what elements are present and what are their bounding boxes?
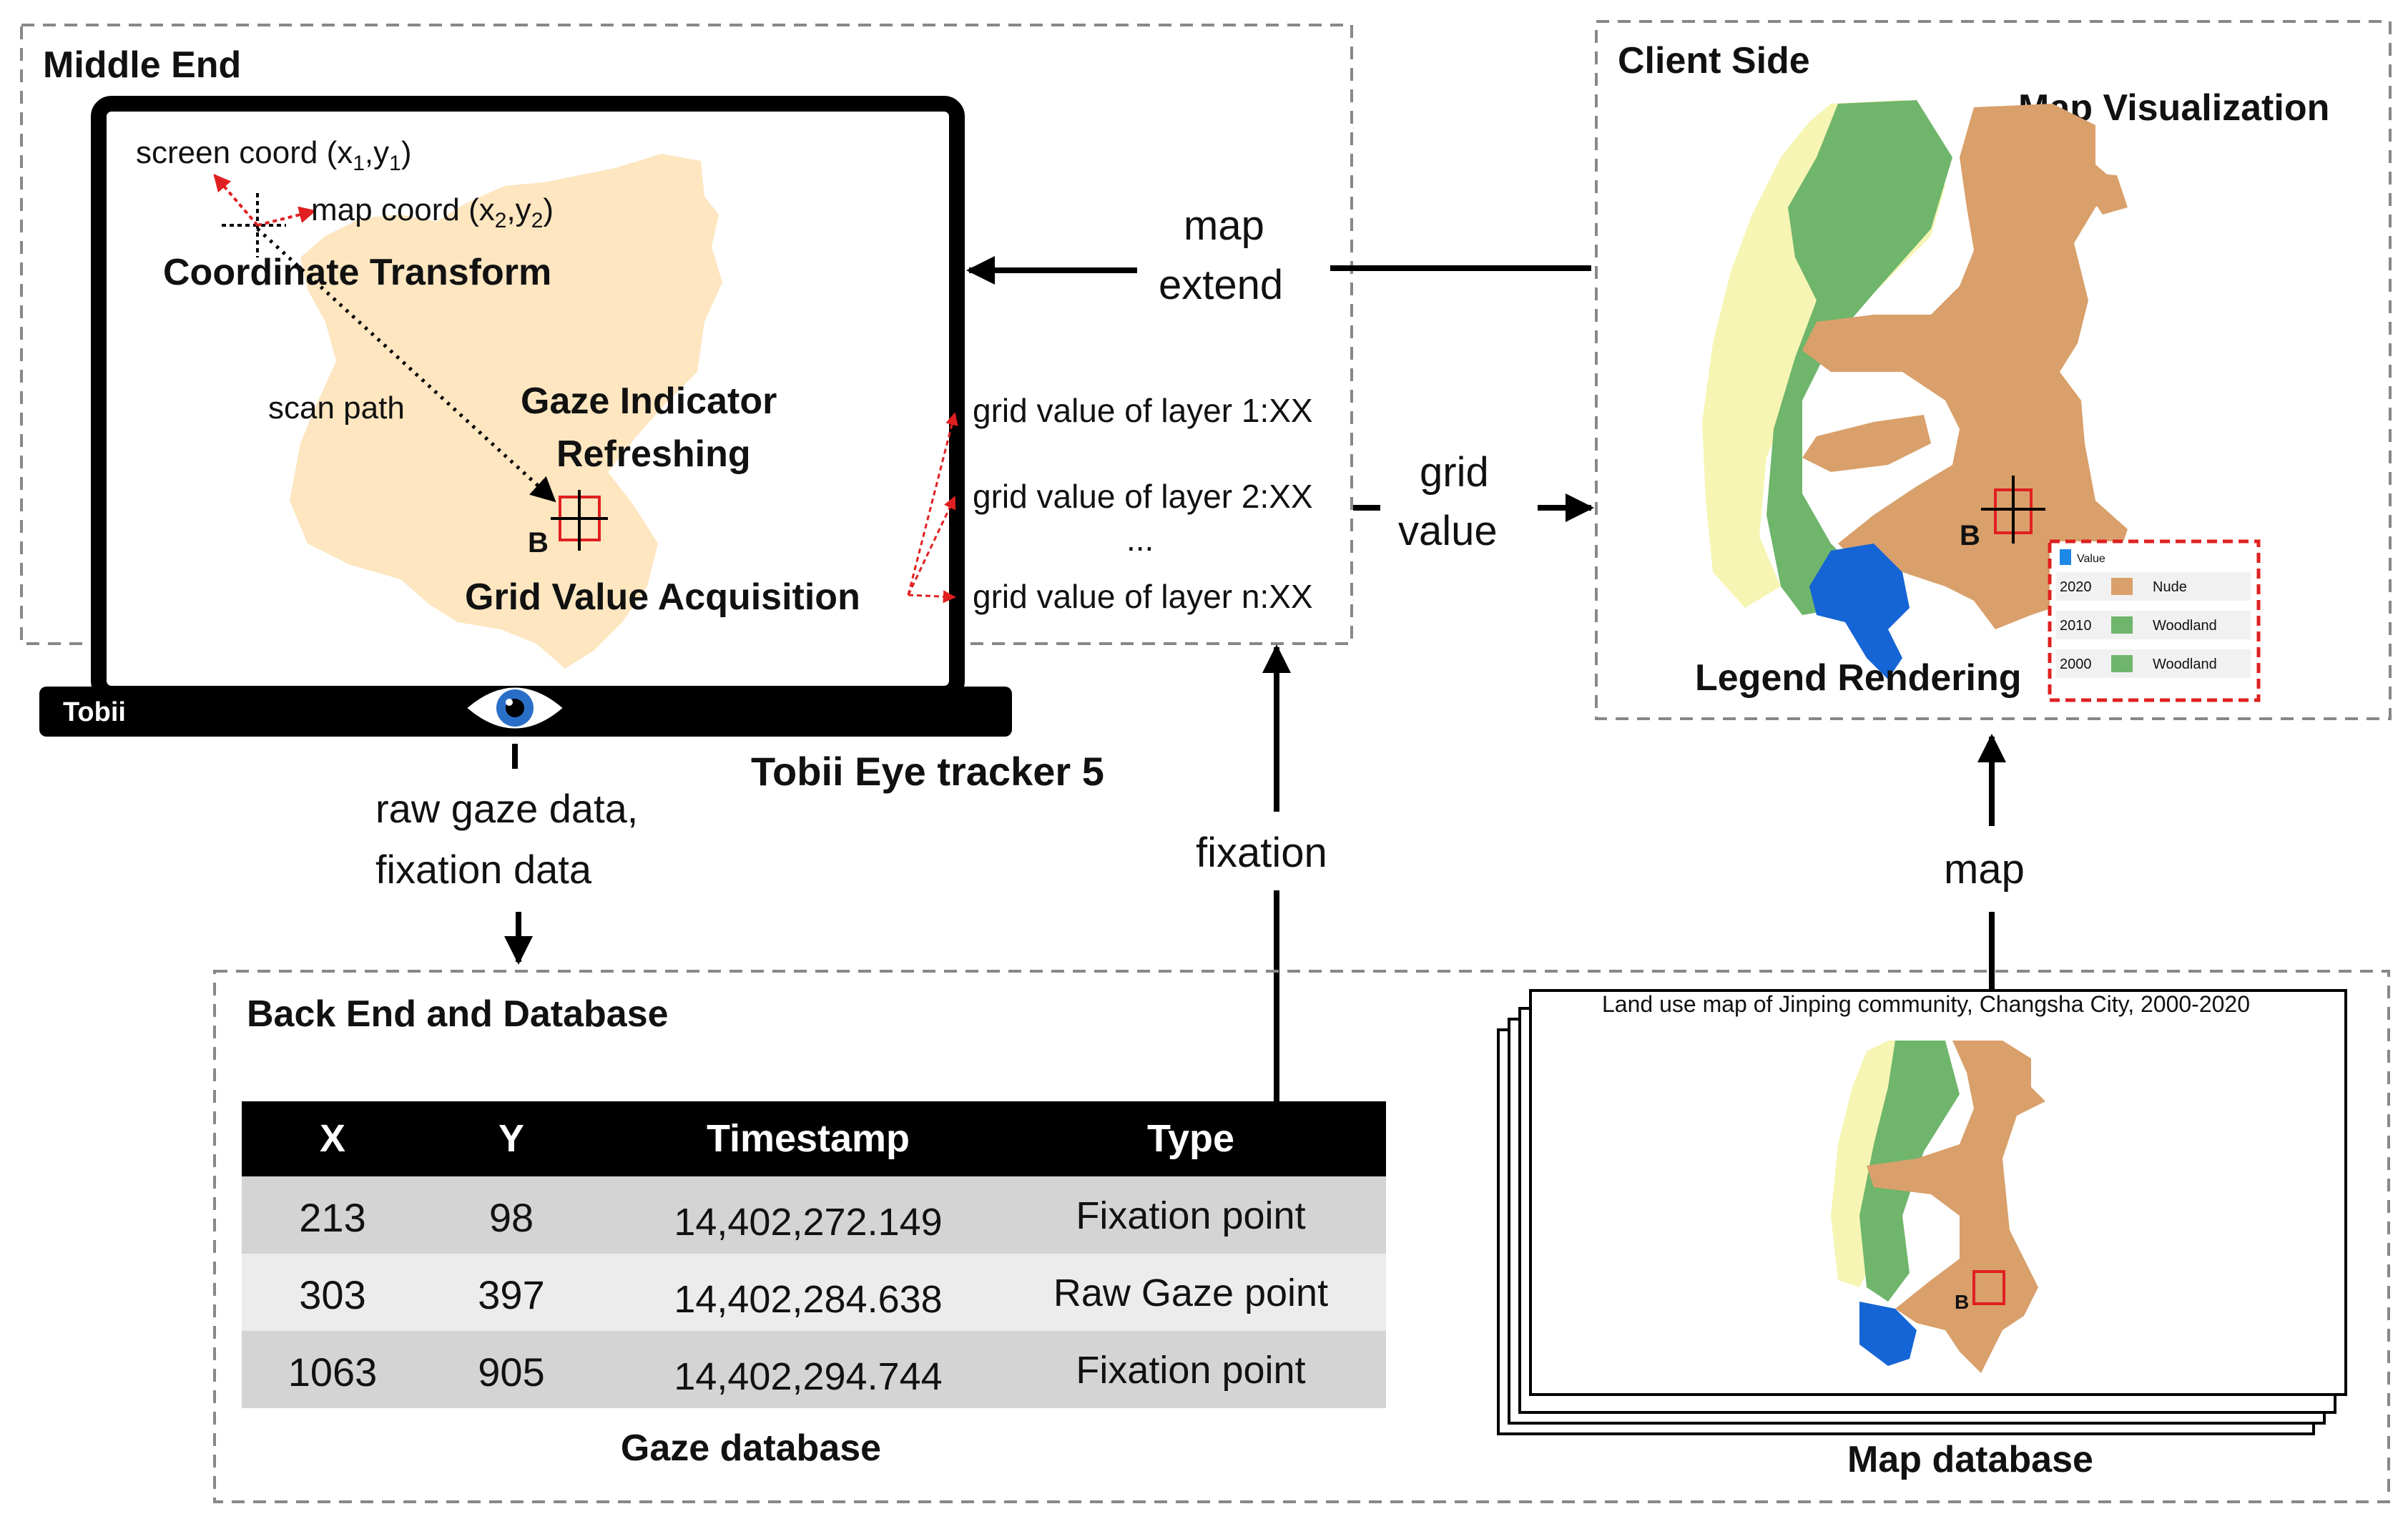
legend-row-label: Woodland (2153, 657, 2217, 672)
table-header-timestamp: Timestamp (707, 1117, 910, 1160)
legend-row-bg (2056, 611, 2251, 639)
database-map-marker-b: B (1955, 1291, 1969, 1313)
map-extend-label-2: extend (1159, 262, 1283, 308)
legend-row-year: 2020 (2060, 579, 2092, 595)
legend-row-label: Nude (2153, 579, 2187, 595)
raw-gaze-label-1: raw gaze data, (375, 786, 638, 831)
table-cell: Fixation point (1076, 1194, 1305, 1237)
legend-row-swatch (2111, 655, 2133, 672)
grid-value-layer-n: grid value of layer n:XX (973, 578, 1313, 615)
table-cell: 213 (299, 1195, 365, 1240)
middle-end-panel (20, 24, 1353, 645)
client-side-panel (1595, 20, 2392, 720)
legend-row-bg (2056, 649, 2251, 678)
table-header-x: X (320, 1117, 345, 1160)
gaze-indicator-label-1: Gaze Indicator (521, 380, 777, 422)
table-cell: 14,402,284.638 (674, 1278, 942, 1321)
scan-path-label: scan path (268, 390, 405, 426)
table-cell: 14,402,272.149 (674, 1201, 942, 1244)
legend-row-label: Woodland (2153, 618, 2217, 634)
grid-value-acquisition-label: Grid Value Acquisition (465, 576, 860, 618)
legend-rendering-label: Legend Rendering (1695, 657, 2021, 699)
grid-value-ellipsis: ... (1126, 521, 1154, 558)
client-land-use-map (1702, 100, 2128, 679)
grid-arrow-2 (907, 496, 956, 596)
back-end-title: Back End and Database (247, 993, 669, 1035)
gaze-table: X Y Timestamp Type 213 98 14,402,272.149… (242, 1101, 1386, 1408)
client-side-title: Client Side (1618, 40, 1810, 82)
map-card-title: Land use map of Jinping community, Chang… (1602, 991, 2250, 1017)
scan-path-line (256, 227, 556, 503)
grid-value-label-1: grid (1420, 449, 1489, 496)
middle-end-title: Middle End (43, 44, 241, 86)
table-header-type: Type (1147, 1117, 1234, 1160)
table-cell: 1063 (288, 1349, 378, 1395)
tobii-brand-label: Tobii (63, 697, 126, 727)
map-coord-arrow (257, 206, 317, 227)
fixation-label: fixation (1196, 830, 1327, 876)
gaze-database-label: Gaze database (621, 1427, 881, 1469)
gaze-marker-b: B (528, 527, 549, 559)
grid-arrow-n (908, 590, 956, 604)
screen-coord-label: screen coord (x1,y1) (136, 135, 412, 175)
legend-row-swatch (2111, 616, 2133, 634)
map-coord-label: map coord (x2,y2) (311, 192, 554, 232)
table-cell: Fixation point (1076, 1349, 1305, 1392)
study-area-map (290, 154, 722, 669)
eye-icon (467, 687, 563, 729)
grid-value-layer-1: grid value of layer 1:XX (973, 392, 1313, 429)
table-header-row (242, 1101, 1386, 1176)
legend-header: Value (2077, 553, 2105, 565)
grid-arrow-1 (907, 412, 958, 596)
legend-row-year: 2000 (2060, 657, 2092, 672)
map-flow-label: map (1944, 846, 2025, 893)
legend-header-icon (2060, 549, 2071, 565)
table-cell: 14,402,294.744 (674, 1355, 942, 1398)
table-cell: 905 (478, 1349, 544, 1395)
tobii-tracker-label: Tobii Eye tracker 5 (751, 749, 1104, 794)
table-row (242, 1176, 1386, 1254)
table-cell: 397 (478, 1272, 544, 1317)
table-cell: Raw Gaze point (1053, 1272, 1328, 1314)
legend-row-year: 2010 (2060, 618, 2092, 634)
screen-coord-arrow (213, 174, 259, 227)
database-land-use-map (1831, 1041, 2045, 1373)
map-extend-label-1: map (1184, 202, 1264, 249)
table-cell: 303 (299, 1272, 365, 1317)
table-cell: 98 (489, 1195, 534, 1240)
client-marker-b: B (1960, 520, 1980, 551)
grid-value-label-2: value (1398, 508, 1498, 554)
gaze-indicator-label-2: Refreshing (556, 433, 751, 475)
legend-row-bg (2056, 572, 2251, 601)
table-header-y: Y (498, 1117, 524, 1160)
coordinate-transform-label: Coordinate Transform (163, 252, 551, 293)
table-row (242, 1254, 1386, 1331)
raw-gaze-label-2: fixation data (375, 847, 592, 892)
legend-row-swatch (2111, 578, 2133, 595)
database-map-gaze-box (1972, 1270, 2005, 1305)
grid-value-layer-2: grid value of layer 2:XX (973, 478, 1313, 515)
table-row (242, 1331, 1386, 1408)
map-database-label: Map database (1847, 1439, 2093, 1480)
